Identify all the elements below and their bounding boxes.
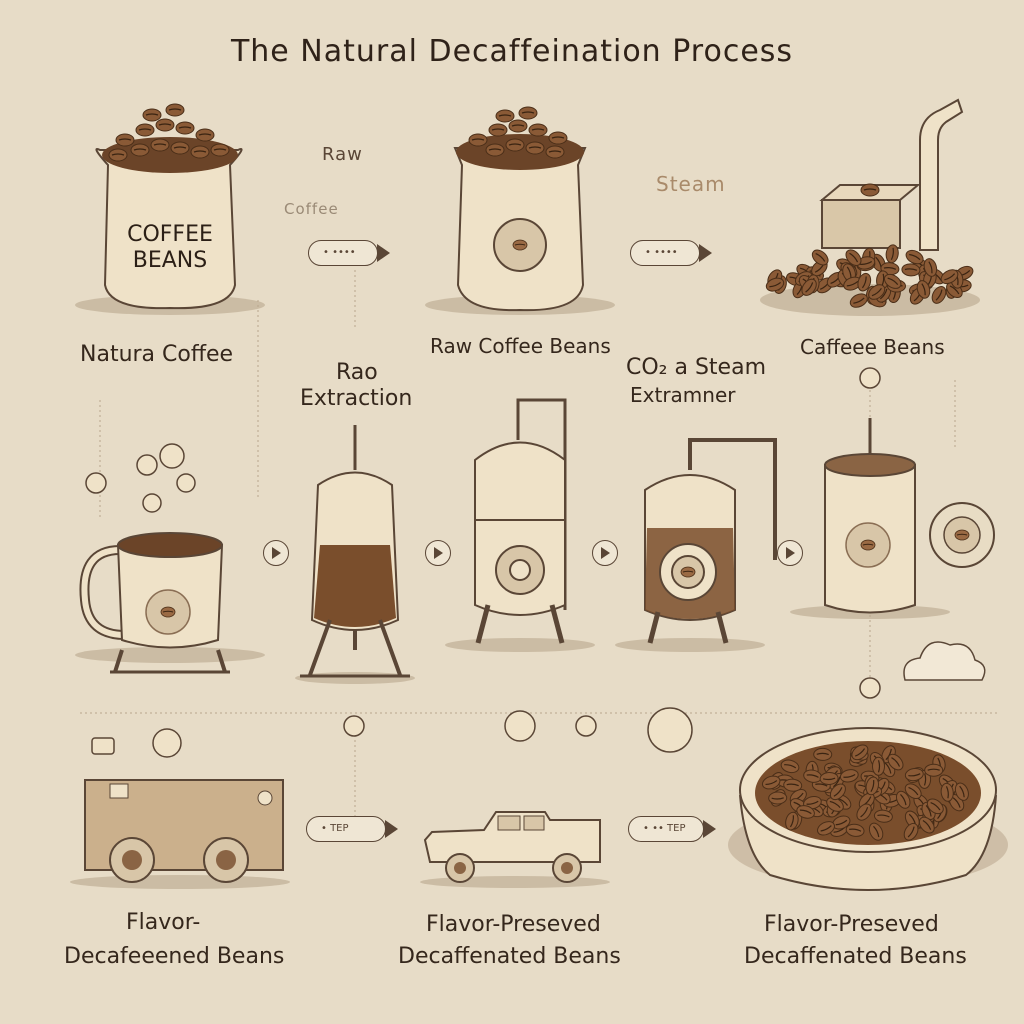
cloud-icon <box>903 641 986 681</box>
arrow-top-left: • •••• <box>308 240 390 266</box>
coffee-bean <box>871 756 886 776</box>
steam-tank-2 <box>615 438 777 652</box>
label-flavor-left-1: Flavor- <box>126 910 201 935</box>
label-rao: Rao <box>336 360 378 385</box>
label-extramner: Extramner <box>630 383 736 407</box>
step-arrow-2 <box>425 540 451 566</box>
steam-tank-1 <box>445 398 595 652</box>
label-flavor-left-2: Decafeeened Beans <box>64 944 285 969</box>
coffee-bean <box>767 791 788 805</box>
bean-pile <box>760 243 980 316</box>
label-flavor-right-2: Decaffenated Beans <box>744 944 967 969</box>
scattered-icons <box>85 367 881 758</box>
label-coffee-faded: Coffee <box>284 200 339 218</box>
page-title: The Natural Decaffeination Process <box>230 34 794 69</box>
bowl-of-beans <box>728 727 1008 891</box>
guide-lines <box>80 270 1000 830</box>
extraction-jar <box>295 425 415 684</box>
coffee-bean <box>812 747 833 762</box>
coffee-bean <box>808 246 832 269</box>
coffee-mug <box>75 532 265 674</box>
arrow-bottom-right: • •• TEP <box>628 816 716 842</box>
sack-label-line1: COFFEE <box>127 222 213 247</box>
coffee-bean <box>819 771 840 786</box>
label-natural-coffee: Natura Coffee <box>80 342 234 367</box>
label-raw: Raw <box>322 144 363 165</box>
label-flavor-mid-2: Decaffenated Beans <box>398 944 621 969</box>
arrow-top-right: • •••• <box>630 240 712 266</box>
step-arrow-1 <box>263 540 289 566</box>
label-caffeee-beans: Caffeee Beans <box>800 335 945 359</box>
steam-chimney <box>819 98 964 251</box>
label-raw-coffee-beans: Raw Coffee Beans <box>430 334 611 358</box>
label-flavor-mid-1: Flavor-Preseved <box>426 912 601 937</box>
delivery-van <box>70 779 290 889</box>
label-extraction: Extraction <box>300 386 413 411</box>
step-arrow-3 <box>592 540 618 566</box>
label-steam: Steam <box>656 172 726 196</box>
label-flavor-right-1: Flavor-Preseved <box>764 912 939 937</box>
arrow-bottom-left: • TEP <box>306 816 398 842</box>
label-co2-steam: CO₂ a Steam <box>626 355 767 380</box>
sack-label: COFFEE BEANS <box>108 222 232 274</box>
coffee-sack-2 <box>425 106 615 315</box>
coffee-canister <box>790 418 995 619</box>
coffee-sack-1 <box>75 103 265 315</box>
pickup-truck <box>420 811 610 888</box>
coffee-bean <box>924 763 944 777</box>
sack-label-line2: BEANS <box>132 248 208 273</box>
step-arrow-4 <box>777 540 803 566</box>
